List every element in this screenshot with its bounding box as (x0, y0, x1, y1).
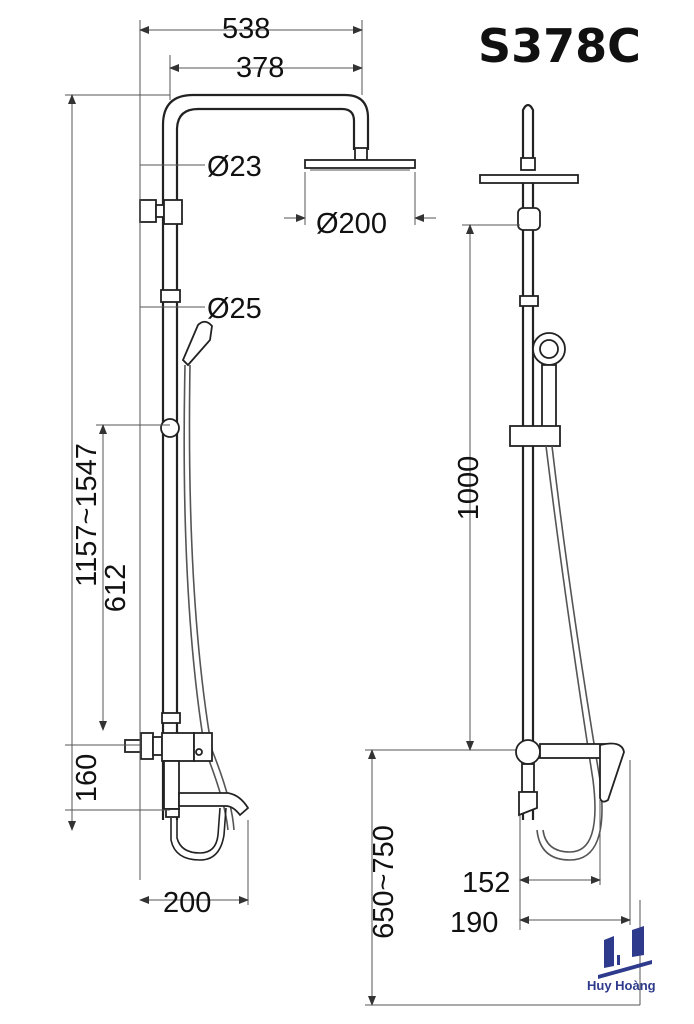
dim-height-range: 1157~1547 (71, 443, 103, 587)
side-view-shower (479, 103, 625, 861)
front-view-shower (124, 93, 416, 861)
side-dimensions (462, 224, 631, 930)
dim-160: 160 (71, 754, 103, 802)
logo-text: Huy Hoàng (587, 978, 656, 993)
dim-floor-height: 650~750 (368, 825, 400, 939)
dim-538: 538 (222, 13, 270, 45)
huy-hoang-logo: Huy Hoàng (587, 926, 656, 993)
front-dimensions (65, 20, 641, 1006)
model-title: S378C (478, 19, 641, 73)
dim-152: 152 (462, 867, 510, 899)
dim-head-diameter-200: Ø200 (316, 208, 387, 240)
dim-pipe-diameter-25: Ø25 (207, 293, 262, 325)
dim-612: 612 (100, 564, 132, 612)
dim-200: 200 (163, 887, 211, 919)
dim-pipe-diameter-23: Ø23 (207, 151, 262, 183)
dim-190: 190 (450, 907, 498, 939)
dim-378: 378 (236, 52, 284, 84)
dim-1000: 1000 (453, 456, 485, 521)
